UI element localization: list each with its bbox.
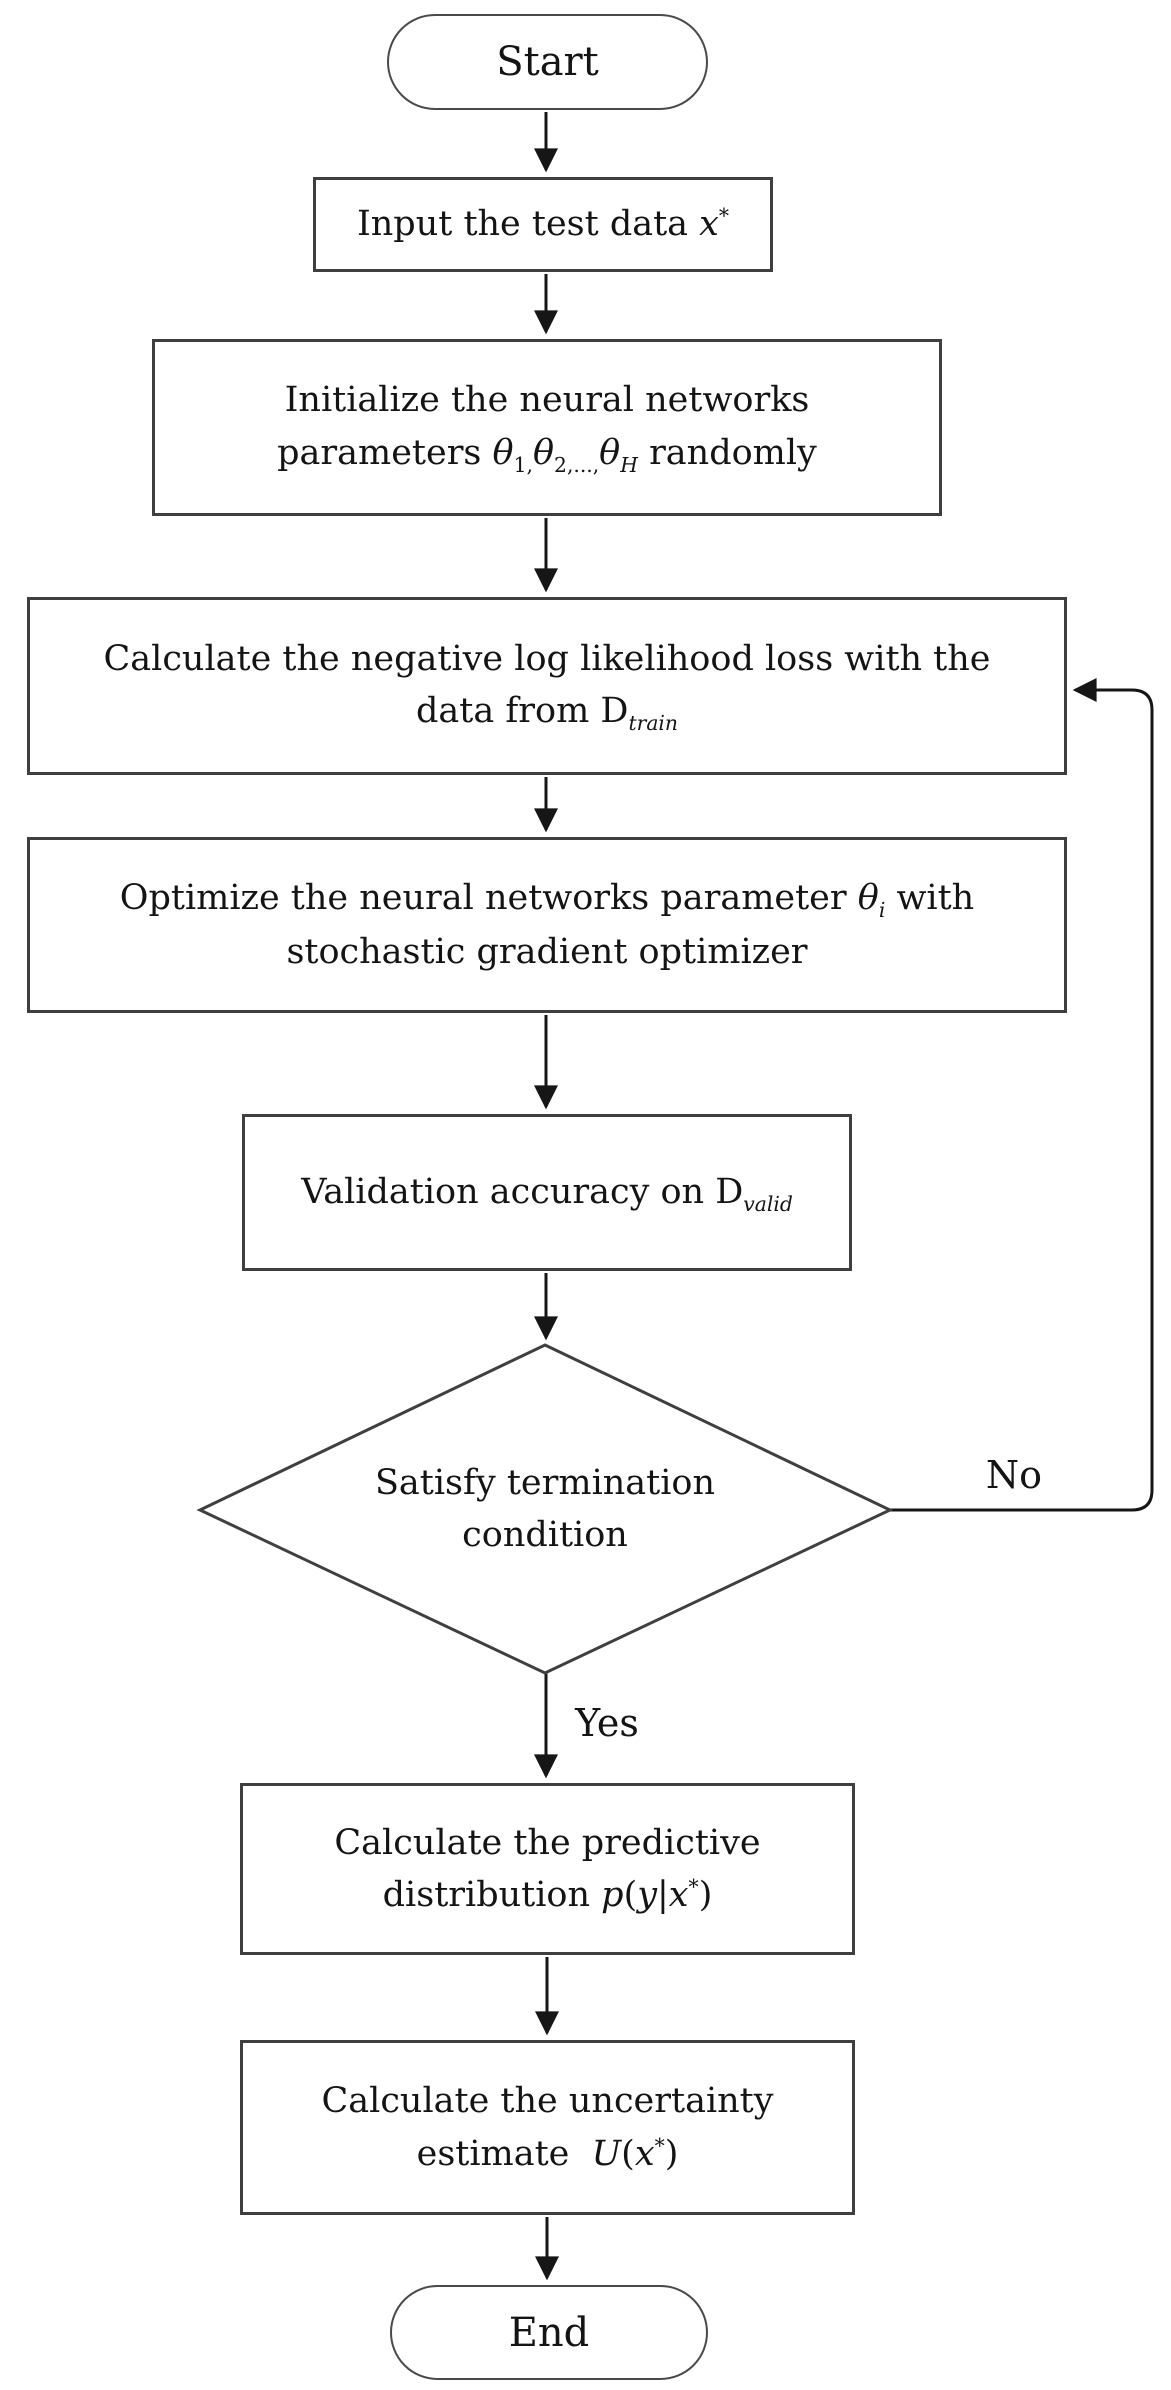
edge-label-no: No <box>954 1440 1074 1510</box>
node-optimize-label: Optimize the neural networks parameter θ… <box>119 877 975 972</box>
node-nll-label: Calculate the negative log likelihood lo… <box>103 638 991 736</box>
edge-label-no-text: No <box>985 1453 1043 1497</box>
node-end-label: End <box>508 2309 590 2356</box>
decision-diamond-shape <box>196 1343 894 1675</box>
node-optimize-parameters: Optimize the neural networks parameter θ… <box>27 837 1067 1013</box>
node-input-test-data: Input the test data x* <box>313 177 773 272</box>
edge-label-yes: Yes <box>552 1690 662 1756</box>
node-validation-label: Validation accuracy on Dvalid <box>301 1171 793 1216</box>
node-start: Start <box>387 14 708 110</box>
edge-label-yes-text: Yes <box>575 1701 639 1745</box>
node-start-label: Start <box>496 39 599 85</box>
node-end: End <box>390 2285 708 2380</box>
node-negative-log-likelihood: Calculate the negative log likelihood lo… <box>27 597 1067 775</box>
node-input-label: Input the test data x* <box>356 204 730 245</box>
arrow-decision-no-loop <box>890 678 1154 1512</box>
node-validation-accuracy: Validation accuracy on Dvalid <box>242 1114 852 1271</box>
